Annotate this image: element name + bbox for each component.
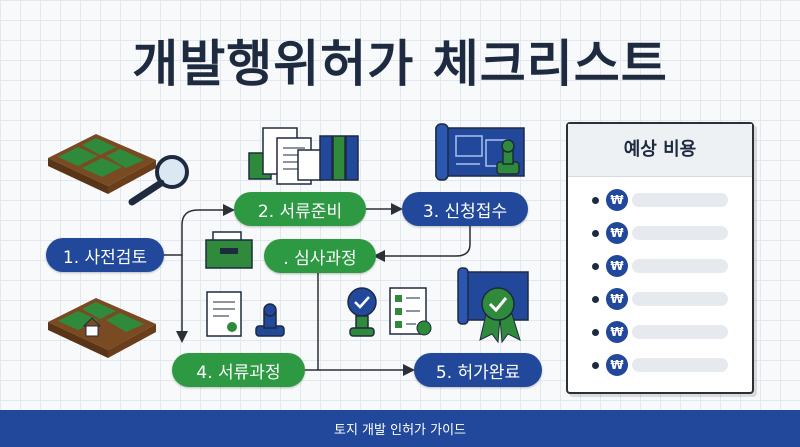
step-pre-review: 1. 사전검토: [46, 238, 164, 272]
cost-card-title: 예상 비용: [623, 139, 697, 160]
cost-row: ₩: [592, 222, 732, 244]
won-icon: ₩: [606, 288, 628, 310]
bullet-icon: [592, 263, 599, 270]
won-icon: ₩: [606, 189, 628, 211]
bullet-icon: [592, 197, 599, 204]
step-document-process: 4. 서류과정: [172, 353, 305, 387]
cost-row: ₩: [592, 255, 732, 277]
bullet-icon: [592, 296, 599, 303]
won-icon: ₩: [606, 222, 628, 244]
cost-placeholder-bar: [632, 292, 728, 306]
footer-banner: 토지 개발 인허가 가이드: [0, 410, 800, 447]
bullet-icon: [592, 362, 599, 369]
document-stamp-icon: [206, 291, 285, 337]
cost-placeholder-bar: [632, 226, 728, 240]
cost-row: ₩: [592, 354, 732, 376]
cost-placeholder-bar: [632, 325, 728, 339]
step-application: 3. 신청접수: [402, 192, 528, 226]
flow-connectors: [164, 203, 471, 376]
step-document-prep: 2. 서류준비: [234, 192, 366, 226]
estimated-cost-card: 예상 비용 ₩ ₩ ₩ ₩ ₩ ₩: [566, 122, 754, 394]
blueprint-stamp-icon: [435, 123, 525, 181]
bullet-icon: [592, 230, 599, 237]
land-plot-icon: [48, 134, 156, 194]
page-title: 개발행위허가 체크리스트: [132, 35, 668, 93]
step-review: . 심사과정: [264, 239, 376, 273]
won-icon: ₩: [606, 255, 628, 277]
cost-placeholder-bar: [632, 193, 728, 207]
cost-card-header: [568, 124, 752, 177]
documents-binders-icon: [248, 127, 359, 185]
cost-row: ₩: [592, 288, 732, 310]
cost-row: ₩: [592, 321, 732, 343]
won-icon: ₩: [606, 321, 628, 343]
won-icon: ₩: [606, 354, 628, 376]
magnifier-icon: [128, 155, 189, 206]
certificate-icon: [457, 267, 529, 344]
cost-row: ₩: [592, 189, 732, 211]
cost-placeholder-bar: [632, 358, 728, 372]
cost-placeholder-bar: [632, 259, 728, 273]
step-permit-complete: 5. 허가완료: [414, 353, 542, 387]
bullet-icon: [592, 329, 599, 336]
checklist-icon: [347, 287, 432, 337]
filing-box-icon: [205, 231, 253, 269]
land-house-icon: [48, 298, 156, 358]
